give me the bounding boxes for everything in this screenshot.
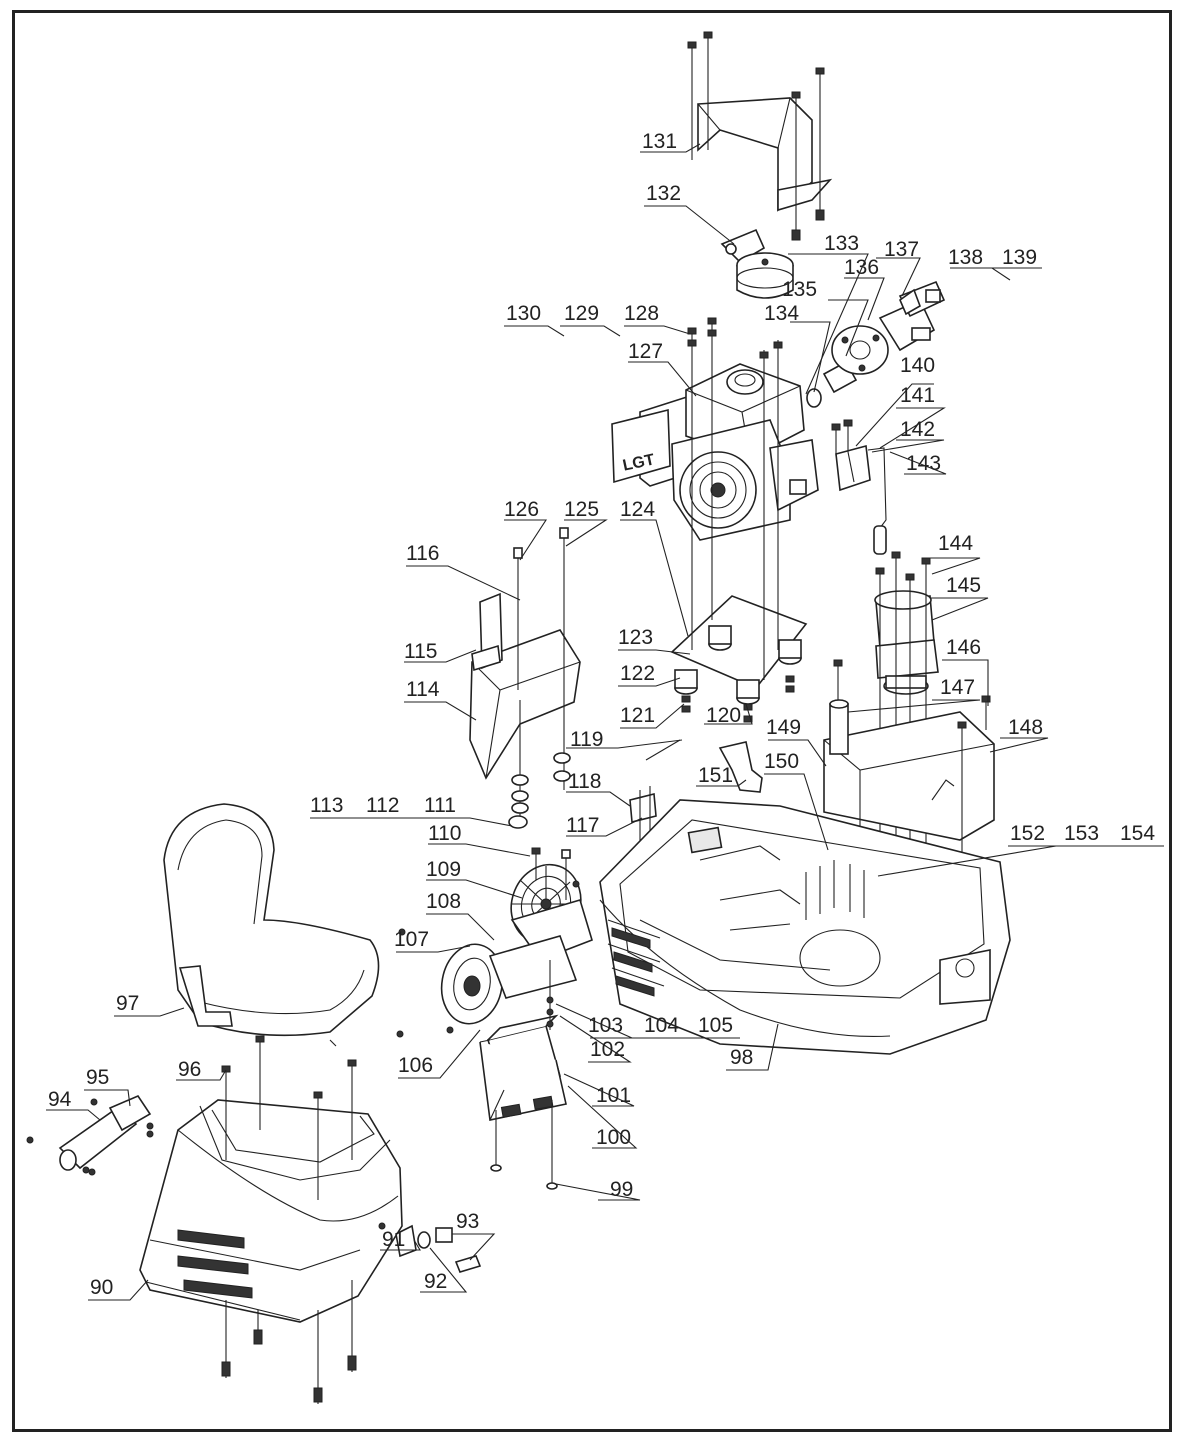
part-97-seat — [163, 803, 380, 1047]
leader-lines — [46, 143, 1164, 1301]
part-114-116-control-box — [469, 527, 581, 829]
label-146: 146 — [946, 636, 981, 659]
part-99-105-battery-tray — [479, 960, 567, 1190]
label-101: 101 — [596, 1084, 631, 1107]
part-131-cover-bracket — [687, 31, 833, 241]
label-124: 124 — [620, 498, 655, 521]
label-113: 113 — [310, 794, 343, 817]
label-116: 116 — [406, 542, 439, 565]
label-94: 94 — [48, 1088, 72, 1111]
label-149: 149 — [766, 716, 801, 739]
label-98: 98 — [730, 1046, 753, 1069]
label-109: 109 — [426, 858, 461, 881]
label-154: 154 — [1120, 822, 1155, 845]
label-111: 111 — [424, 794, 456, 817]
label-95: 95 — [86, 1066, 109, 1089]
label-126: 126 — [504, 498, 539, 521]
label-120: 120 — [706, 704, 741, 727]
label-128: 128 — [624, 302, 659, 325]
label-93: 93 — [456, 1210, 479, 1233]
label-133: 133 — [824, 232, 859, 255]
label-91: 91 — [382, 1228, 405, 1251]
label-110: 110 — [428, 822, 461, 845]
label-148: 148 — [1008, 716, 1043, 739]
label-132: 132 — [646, 182, 681, 205]
label-142: 142 — [900, 418, 935, 441]
part-134-139-pump-assembly — [806, 280, 946, 408]
label-140: 140 — [900, 354, 935, 377]
label-147: 147 — [940, 676, 975, 699]
label-139: 139 — [1002, 246, 1037, 269]
label-134: 134 — [764, 302, 799, 325]
label-122: 122 — [620, 662, 655, 685]
label-100: 100 — [596, 1126, 631, 1149]
label-118: 118 — [568, 770, 601, 793]
label-114: 114 — [406, 678, 440, 701]
label-123: 123 — [618, 626, 653, 649]
label-117: 117 — [566, 814, 599, 837]
label-137: 137 — [884, 238, 919, 261]
part-120-124-mount-plate — [670, 317, 808, 723]
callout-labels: 131 132 133 137 138 139 136 135 134 130 … — [48, 130, 1155, 1299]
label-127: 127 — [628, 340, 663, 363]
part-132-133-air-intake — [720, 228, 794, 299]
part-106-110-fan — [396, 847, 593, 1038]
label-138: 138 — [948, 246, 983, 269]
label-130: 130 — [506, 302, 541, 325]
label-105: 105 — [698, 1014, 733, 1037]
label-103: 103 — [588, 1014, 623, 1037]
label-90: 90 — [90, 1276, 113, 1299]
label-141: 141 — [900, 384, 935, 407]
label-150: 150 — [764, 750, 799, 773]
label-136: 136 — [844, 256, 879, 279]
engine-logo-text: LGT — [621, 451, 656, 474]
label-151: 151 — [698, 764, 733, 787]
label-107: 107 — [394, 928, 429, 951]
label-125: 125 — [564, 498, 599, 521]
label-97: 97 — [116, 992, 139, 1015]
label-102: 102 — [590, 1038, 625, 1061]
part-98-base-frame — [599, 799, 1011, 1055]
label-144: 144 — [938, 532, 973, 555]
label-108: 108 — [426, 890, 461, 913]
label-115: 115 — [404, 640, 437, 663]
label-96: 96 — [178, 1058, 201, 1081]
label-145: 145 — [946, 574, 981, 597]
part-90-base-cover — [139, 1035, 403, 1404]
part-127-engine: LGT — [611, 363, 819, 541]
label-121: 121 — [620, 704, 655, 727]
label-99: 99 — [610, 1178, 633, 1201]
label-92: 92 — [424, 1270, 447, 1293]
label-131: 131 — [642, 130, 677, 153]
label-119: 119 — [570, 728, 603, 751]
label-152: 152 — [1010, 822, 1045, 845]
label-129: 129 — [564, 302, 599, 325]
label-135: 135 — [782, 278, 817, 301]
label-112: 112 — [366, 794, 399, 817]
label-104: 104 — [644, 1014, 679, 1037]
part-91-93-latch — [378, 1222, 482, 1273]
label-153: 153 — [1064, 822, 1099, 845]
label-143: 143 — [906, 452, 941, 475]
part-140-143-throttle-bracket — [831, 419, 887, 555]
part-151-elbow-fitting — [718, 741, 763, 793]
label-106: 106 — [398, 1054, 433, 1077]
part-94-95-handle — [26, 1095, 154, 1176]
